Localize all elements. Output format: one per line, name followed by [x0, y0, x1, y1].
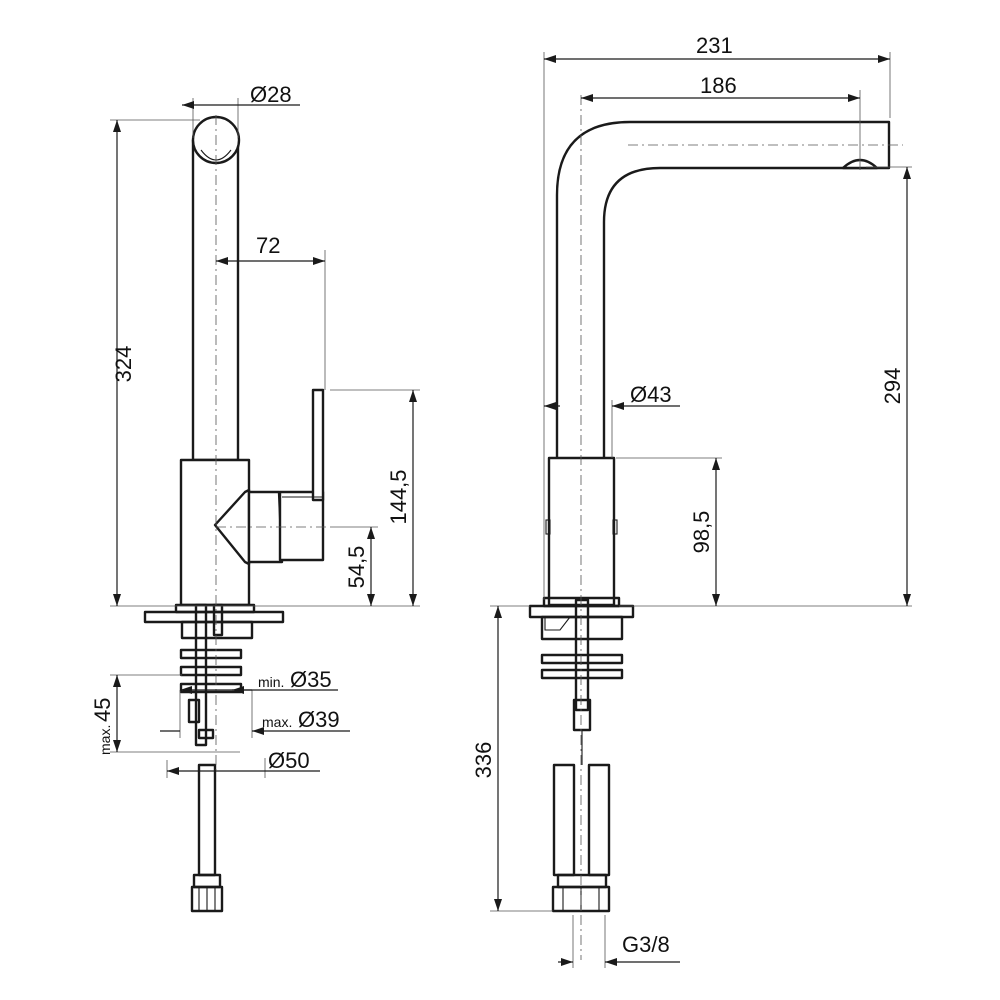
front-view: 231 186 Ø43 294 98,5 336 G3/8 [471, 33, 912, 968]
dim-handle-axis-height: 54,5 [344, 546, 369, 589]
dim-hose-length: 336 [471, 742, 496, 779]
dim-min-hole-diameter: Ø35 [290, 667, 332, 692]
dim-base-diameter: Ø50 [268, 748, 310, 773]
dim-max-thickness: 45 [90, 698, 115, 722]
side-view: Ø28 72 324 144,5 54,5 min. Ø35 max. Ø39 … [90, 82, 420, 913]
dim-max-thickness-prefix: max. [97, 725, 113, 755]
dim-body-height: 98,5 [689, 511, 714, 554]
dim-spout-diameter: Ø28 [250, 82, 292, 107]
dim-total-height: 324 [111, 346, 136, 383]
dim-handle-height: 144,5 [386, 469, 411, 524]
dim-min-hole-prefix: min. [258, 674, 284, 690]
dim-body-diameter: Ø43 [630, 382, 672, 407]
dim-handle-reach: 72 [256, 233, 280, 258]
side-view-faucet-body [143, 115, 325, 913]
front-view-faucet-body [528, 120, 891, 913]
dim-max-hole-prefix: max. [262, 714, 292, 730]
dim-connection-thread: G3/8 [622, 932, 670, 957]
dim-total-reach: 231 [696, 33, 733, 58]
dim-outlet-height: 294 [880, 368, 905, 405]
dim-max-hole-diameter: Ø39 [298, 707, 340, 732]
dim-spout-reach: 186 [700, 73, 737, 98]
